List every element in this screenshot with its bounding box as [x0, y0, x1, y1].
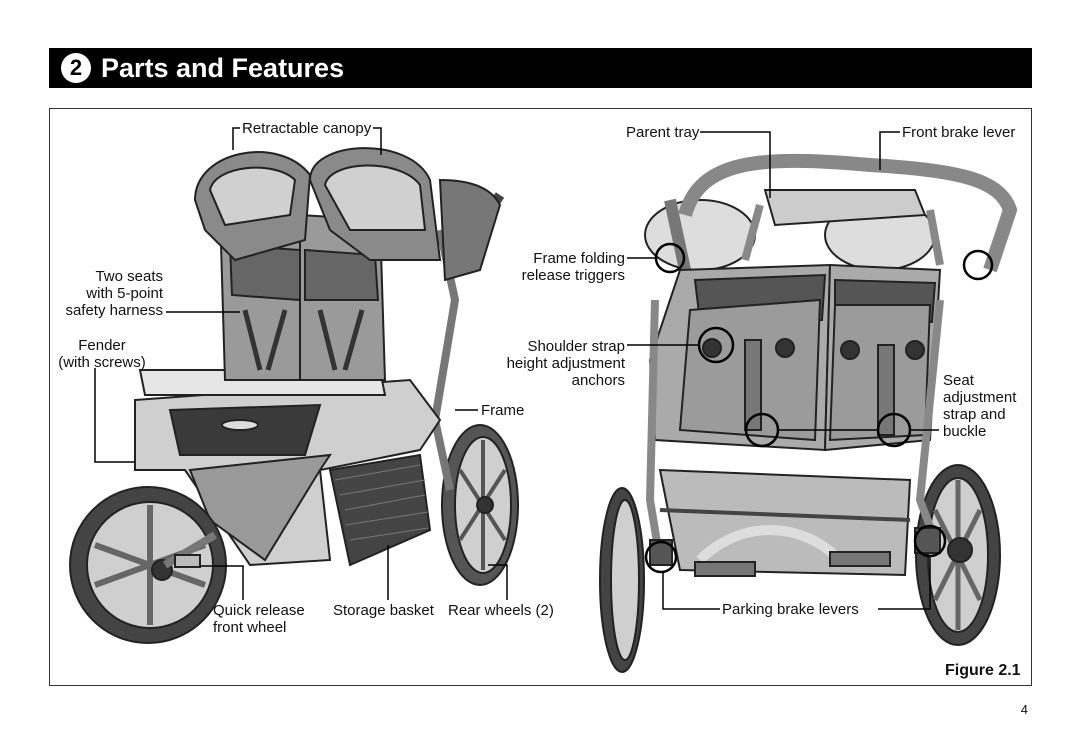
section-number-badge: 2 — [61, 53, 91, 83]
label-parent-tray: Parent tray — [626, 124, 700, 141]
label-shoulder-strap-anchors: Shoulder strap height adjustment anchors — [506, 338, 625, 389]
label-storage-basket: Storage basket — [333, 602, 434, 619]
label-front-brake-lever: Front brake lever — [902, 124, 1016, 141]
label-fender: Fender (with screws) — [58, 337, 146, 371]
figure-caption: Figure 2.1 — [945, 662, 1021, 679]
section-title: Parts and Features — [101, 52, 345, 83]
leader-lines — [94, 127, 939, 610]
label-seat-adjustment-strap-buckle: Seat adjustment strap and buckle — [943, 372, 1017, 440]
storage-basket — [328, 453, 432, 567]
label-two-seats: Two seats with 5-point safety harness — [65, 268, 163, 319]
label-rear-wheels: Rear wheels (2) — [448, 602, 554, 619]
right-stroller — [599, 153, 1018, 673]
page-number: 4 — [1020, 702, 1028, 717]
label-frame: Frame — [481, 402, 525, 419]
label-quick-release-front-wheel: Quick release front wheel — [213, 602, 305, 636]
label-parking-brake-levers: Parking brake levers — [722, 601, 859, 618]
handlebar — [678, 153, 1018, 273]
left-stroller — [69, 147, 519, 644]
label-frame-folding-release-triggers: Frame folding release triggers — [521, 250, 625, 284]
label-retractable-canopy: Retractable canopy — [242, 120, 372, 137]
section-header: 2 Parts and Features — [49, 48, 1032, 88]
parent-tray — [763, 189, 927, 227]
figure-frame — [49, 108, 1032, 686]
